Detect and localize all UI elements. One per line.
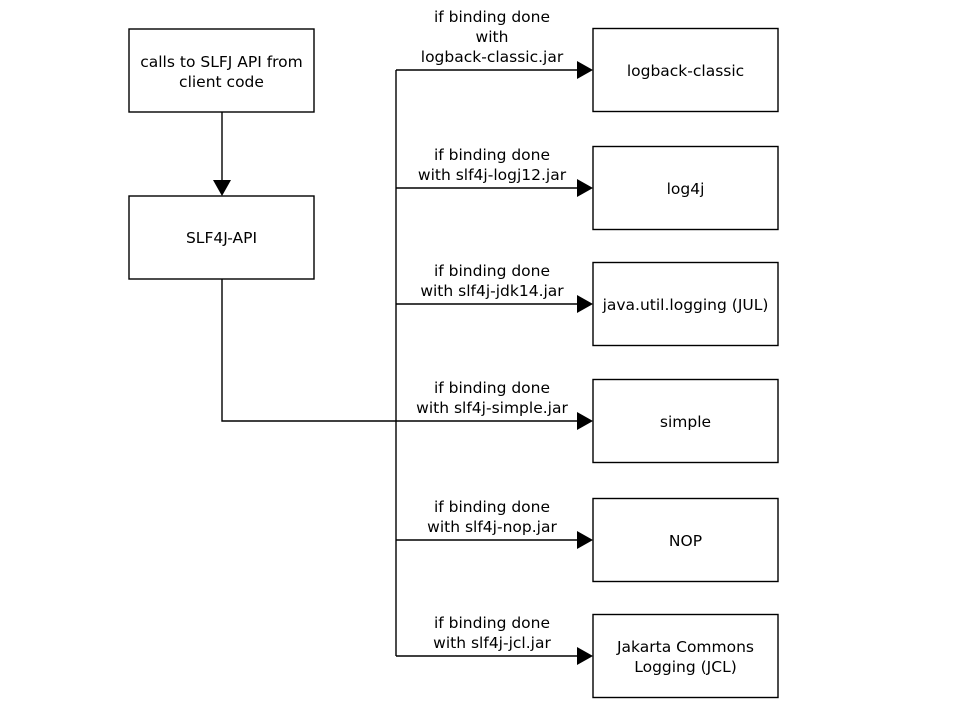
binding-arrowhead [577,647,593,665]
client-code-label-line-2: client code [179,73,264,91]
binding-branch: if binding done with slf4j-logj12.jar log4… [396,145,779,231]
binding-target-label: Logging (JCL) [634,658,737,676]
binding-branches: if binding done with logback-classic.jar lo… [396,8,779,699]
binding-arrowhead [577,295,593,313]
binding-label-line: if binding done [434,262,550,280]
binding-label-line: with slf4j-jcl.jar [433,634,551,652]
slf4j-api-box: SLF4J-API [128,195,315,280]
binding-arrowhead [577,531,593,549]
client-code-label-line-1: calls to SLFJ API from [140,53,303,71]
binding-label-line: with slf4j-nop.jar [427,518,557,536]
binding-arrowhead [577,179,593,197]
binding-label-line: with slf4j-logj12.jar [418,166,567,184]
binding-target-label: java.util.logging (JUL) [602,296,769,314]
binding-target-label: logback-classic [627,62,744,80]
binding-target-label: simple [660,413,711,431]
binding-arrowhead [577,412,593,430]
binding-target-label: log4j [667,180,705,198]
binding-label-line: with slf4j-simple.jar [416,399,568,417]
slf4j-api-label: SLF4J-API [186,229,257,247]
binding-label-line: if binding done [434,8,550,26]
binding-label-line: if binding done [434,146,550,164]
binding-branch: if binding done with logback-classic.jar lo… [396,8,779,113]
binding-label-line: with [476,28,509,46]
binding-target-box: NOP [592,497,779,583]
binding-label-line: if binding done [434,614,550,632]
binding-label-line: with slf4j-jdk14.jar [420,282,564,300]
binding-arrowhead [577,61,593,79]
binding-target-label: NOP [669,532,702,550]
binding-target-box: simple [592,378,779,464]
binding-branch: if binding done with slf4j-jdk14.jar java.… [396,261,779,347]
binding-label-line: if binding done [434,498,550,516]
api-to-trunk-connector [221,279,396,422]
binding-target-label: Jakarta Commons [616,638,754,656]
binding-label-line: if binding done [434,379,550,397]
client-to-api-arrowhead [213,180,231,196]
binding-branch: if binding done with slf4j-simple.jar simp… [396,378,779,464]
client-code-box: calls to SLFJ API from client code [128,28,315,113]
binding-branch: if binding done with slf4j-jcl.jar Jakarta… [396,613,779,699]
binding-target-box: log4j [592,145,779,231]
binding-target-box: logback-classic [592,27,779,113]
binding-target-box: java.util.logging (JUL) [592,261,779,347]
binding-label-line: logback-classic.jar [421,48,564,66]
